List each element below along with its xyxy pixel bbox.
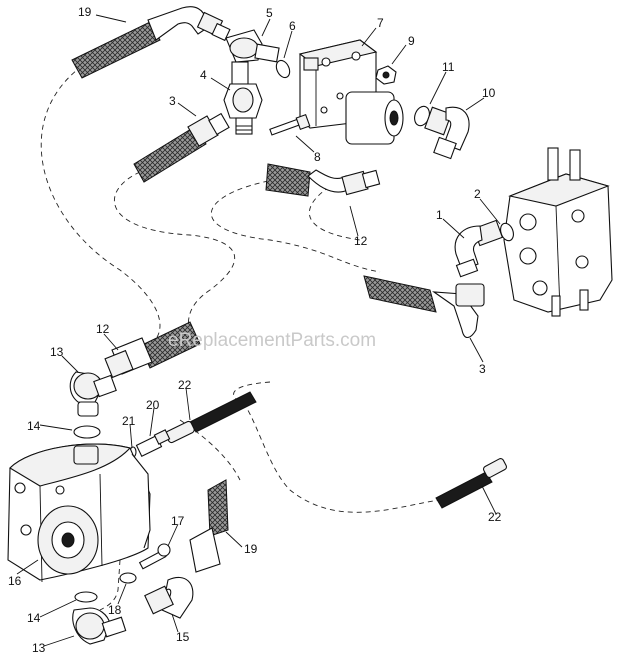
callout-15: 15 <box>176 630 190 644</box>
callout-7: 7 <box>377 16 384 30</box>
callout-2: 2 <box>474 187 481 201</box>
callout-14-upper: 14 <box>27 419 41 433</box>
valve-block-7 <box>298 39 404 145</box>
callout-11: 11 <box>442 60 455 74</box>
callout-18: 18 <box>108 603 122 617</box>
o-ring-14-lower <box>74 591 98 603</box>
callout-8: 8 <box>314 150 321 164</box>
tee-fitting-4 <box>223 83 263 135</box>
hose-22-upper <box>165 391 257 444</box>
callout-17: 17 <box>171 514 185 528</box>
routing-lines <box>40 65 441 611</box>
o-ring-14-upper <box>73 425 101 439</box>
hose-22-lower <box>435 458 508 509</box>
hose-19-top <box>71 6 231 79</box>
callout-labels: 19 5 6 7 9 4 11 10 3 8 12 2 1 3 12 13 22… <box>8 5 502 655</box>
hose-3-right <box>363 275 485 339</box>
screw-17 <box>138 543 171 570</box>
elbow-fitting-1 <box>454 219 504 278</box>
callout-22-upper: 22 <box>178 378 192 392</box>
hose-3-upper <box>133 112 230 183</box>
elbow-fitting-13-upper <box>69 371 117 417</box>
callout-12-lower: 12 <box>96 322 110 336</box>
callout-3-upper: 3 <box>169 94 176 108</box>
o-ring-6 <box>275 59 291 79</box>
watermark: eReplacementParts.com <box>168 330 376 351</box>
elbow-fitting-13-lower <box>72 607 127 645</box>
bolt-8 <box>269 113 311 136</box>
callout-22-lower: 22 <box>488 510 502 524</box>
washer-18 <box>119 572 137 584</box>
leader-lines <box>16 14 501 647</box>
callout-9: 9 <box>408 34 415 48</box>
callout-13-lower: 13 <box>32 641 46 655</box>
hose-12-upper <box>265 163 381 197</box>
callout-19-top: 19 <box>78 5 92 19</box>
callout-1: 1 <box>436 208 443 222</box>
callout-19-lower: 19 <box>244 542 258 556</box>
callout-21: 21 <box>122 414 136 428</box>
pump-16 <box>7 443 151 583</box>
fitting-20 <box>135 429 171 457</box>
hose-19-lower <box>189 479 229 573</box>
callout-6: 6 <box>289 19 296 33</box>
callout-10: 10 <box>482 86 496 100</box>
callout-12-upper: 12 <box>354 234 368 248</box>
callout-5: 5 <box>266 6 273 20</box>
callout-20: 20 <box>146 398 160 412</box>
elbow-fitting-15 <box>144 576 194 619</box>
callout-4: 4 <box>200 68 207 82</box>
hose-12-lower <box>104 321 201 379</box>
callout-13-upper: 13 <box>50 345 64 359</box>
control-valve <box>503 147 613 317</box>
callout-3-right: 3 <box>479 362 486 376</box>
callout-16: 16 <box>8 574 22 588</box>
callout-14-lower: 14 <box>27 611 41 625</box>
nut-9 <box>375 65 397 85</box>
tee-fitting-5 <box>225 29 280 85</box>
elbow-fitting-10 <box>424 106 470 160</box>
